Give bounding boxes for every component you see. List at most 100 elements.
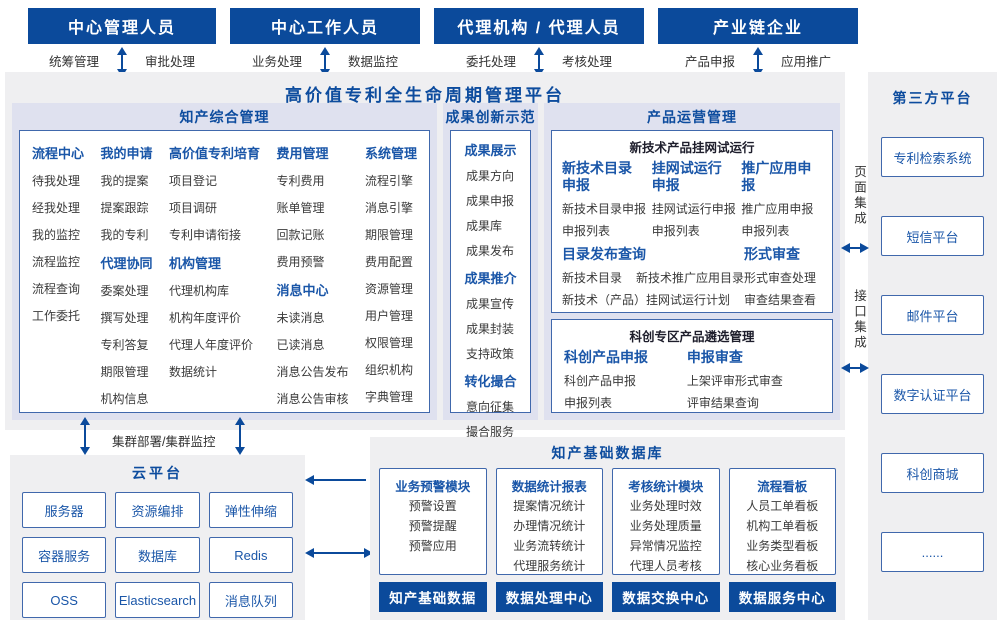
menu-item: 业务流转统计 xyxy=(513,539,586,553)
role-function-left: 委托处理 xyxy=(465,54,516,69)
role-title: 产业链企业 xyxy=(658,8,858,44)
section-title: 系统管理 xyxy=(364,146,417,161)
cloud-service-item: 消息队列 xyxy=(208,582,293,618)
menu-item: 意向征集 xyxy=(466,400,515,414)
section-title: 费用管理 xyxy=(276,146,329,161)
section-title: 代理协同 xyxy=(100,256,153,271)
section-title: 高价值专利培育 xyxy=(168,146,260,161)
api-integration-label: 接口集成 xyxy=(852,289,866,351)
group-items: 上架评审形式审查 评审结果查询 xyxy=(686,370,820,412)
section-items: 未读消息 已读消息 消息公告发布 消息公告审核 xyxy=(276,309,348,407)
cloud-grid: 服务器 资源编排 弹性伸缩 容器服务 数据库 Redis OSS Elastic… xyxy=(10,483,305,618)
module-items: 预警设置 预警提醒 预警应用 xyxy=(380,496,486,556)
menu-item: 新技术推广应用目录 xyxy=(636,271,745,285)
third-party-title: 第三方平台 xyxy=(892,90,973,106)
menu-item: 提案跟踪 xyxy=(100,201,149,215)
database-footer-box: 数据服务中心 xyxy=(728,582,836,612)
cloud-service-item: 数据库 xyxy=(115,537,200,573)
role-function-right: 数据监控 xyxy=(348,54,399,69)
selection-box: 科创专区产品遴选管理 科创产品申报 科创产品申报 xyxy=(551,319,833,413)
role-group: 中心工作人员 业务处理 数据监控 xyxy=(230,8,420,76)
section-items: 成果方向 成果申报 成果库 成果发布 xyxy=(455,167,526,259)
menu-item: 业务处理时效 xyxy=(629,499,702,513)
module-items: 提案情况统计 办理情况统计 业务流转统计 代理服务统计 xyxy=(497,496,603,576)
panel-title: 成果创新示范 xyxy=(445,108,536,125)
menu-item: 成果发布 xyxy=(466,244,515,258)
menu-item: 未读消息 xyxy=(276,311,325,325)
vertical-double-arrow-icon xyxy=(757,54,759,70)
box-title: 科创专区产品遴选管理 xyxy=(629,330,755,344)
cloud-service-item: Elasticsearch xyxy=(115,582,200,618)
top-roles: 中心管理人员 统筹管理 审批处理 中心工作人员 业务处理 数据监控 代理机构 /… xyxy=(28,8,858,76)
ip-column: 高价值专利培育 项目登记 项目调研 xyxy=(169,135,260,408)
menu-item: 预警提醒 xyxy=(408,519,457,533)
menu-item: 专利费用 xyxy=(276,174,325,188)
menu-section: 代理协同 委案处理 撰写处理 专利 xyxy=(100,253,152,407)
section-title: 流程中心 xyxy=(32,146,85,161)
database-module-box: 考核统计模块 业务处理时效 业务处理质量 异常情况监控 代理人员考核 xyxy=(612,468,720,575)
menu-item: 新技术目录申报 xyxy=(562,202,647,216)
menu-item: 用户管理 xyxy=(364,309,413,323)
menu-item: 消息公告审核 xyxy=(276,392,349,406)
menu-item: 形式审查处理 xyxy=(744,271,817,285)
group-items: 推广应用申报 申报列表 xyxy=(741,198,822,242)
menu-item: 支持政策 xyxy=(466,347,515,361)
menu-item: 申报列表 xyxy=(651,224,700,238)
ip-column-sections: 流程中心 待我处理 经我处理 我的 xyxy=(32,143,84,324)
third-party-item: 科创商城 xyxy=(881,453,984,493)
database-module-box: 流程看板 人员工单看板 机构工单看板 业务类型看板 核心业务看板 xyxy=(728,468,836,575)
menu-item: 上架评审形式审查 xyxy=(686,374,783,388)
database-module-box: 业务预警模块 预警设置 预警提醒 预警应用 xyxy=(379,468,487,575)
menu-item: 代理服务统计 xyxy=(513,559,586,573)
cluster-label: 集群部署/集群监控 xyxy=(112,435,216,449)
menu-item: 费用预警 xyxy=(276,255,325,269)
menu-item: 新技术目录 xyxy=(562,271,623,285)
menu-item: 申报列表 xyxy=(564,396,613,410)
section-title: 我的申请 xyxy=(100,146,153,161)
section-items: 委案处理 撰写处理 专利答复 期限管理 xyxy=(100,282,152,407)
menu-section: 高价值专利培育 项目登记 项目调研 xyxy=(169,143,260,243)
page-integration-label: 页面集成 xyxy=(852,165,866,227)
vertical-double-arrow-icon xyxy=(324,54,326,70)
third-party-list: 专利检索系统 短信平台 邮件平台 数字认证平台 科创商城 ...... xyxy=(868,108,997,572)
third-party-item: ...... xyxy=(881,532,984,572)
menu-item: 代理人年度评价 xyxy=(168,338,253,352)
panel-body: 流程中心 待我处理 经我处理 我的 xyxy=(19,130,430,413)
role-group: 产业链企业 产品申报 应用推广 xyxy=(658,8,858,76)
menu-item: 费用配置 xyxy=(364,255,413,269)
panel-title: 产品运营管理 xyxy=(647,108,737,125)
left-arrow-icon xyxy=(312,479,366,481)
menu-item: 挂网试运行申报 xyxy=(651,202,736,216)
selection-groups: 科创产品申报 科创产品申报 申报列表 xyxy=(552,347,832,412)
menu-item: 消息公告发布 xyxy=(276,365,349,379)
menu-item: 项目登记 xyxy=(168,174,217,188)
group-title: 形式审查 xyxy=(744,246,800,262)
cloud-service-item: Redis xyxy=(208,537,293,573)
menu-item: 委案处理 xyxy=(100,284,149,298)
database-column: 流程看板 人员工单看板 机构工单看板 业务类型看板 核心业务看板 xyxy=(728,468,836,612)
role-title: 中心管理人员 xyxy=(28,8,216,44)
menu-item: 权限管理 xyxy=(364,336,413,350)
cloud-service-item: 服务器 xyxy=(22,492,107,528)
menu-item: 科创产品申报 xyxy=(564,374,637,388)
group-items: 形式审查处理 审查结果查看 xyxy=(744,267,822,311)
menu-item: 申报列表 xyxy=(562,224,611,238)
section-items: 项目登记 项目调研 专利申请衔接 xyxy=(169,172,260,243)
group-title: 新技术目录申报 xyxy=(562,160,632,193)
menu-item: 评审结果查询 xyxy=(686,396,759,410)
database-footer-box: 数据处理中心 xyxy=(495,582,603,612)
menu-item: 专利答复 xyxy=(100,338,149,352)
menu-item: 期限管理 xyxy=(364,228,413,242)
menu-item: 期限管理 xyxy=(100,365,149,379)
menu-item: 流程查询 xyxy=(32,282,81,296)
database-footer-box: 数据交换中心 xyxy=(612,582,720,612)
menu-item: 我的监控 xyxy=(32,228,81,242)
group-title: 申报审查 xyxy=(686,349,743,365)
menu-item: 项目调研 xyxy=(168,201,217,215)
menu-item: 数据统计 xyxy=(168,365,217,379)
section-items: 流程引擎 消息引擎 期限管理 费用配置 xyxy=(365,172,417,405)
database-column: 考核统计模块 业务处理时效 业务处理质量 异常情况监控 代理人员考核 xyxy=(612,468,720,612)
third-party-item: 短信平台 xyxy=(881,216,984,256)
ops-group: 申报审查 上架评审形式审查 评审结果查询 xyxy=(686,347,820,412)
